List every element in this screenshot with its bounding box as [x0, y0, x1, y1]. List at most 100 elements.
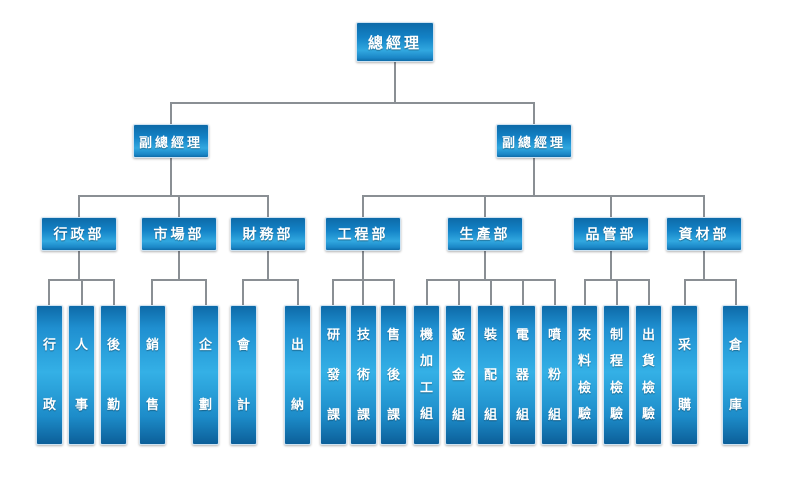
org-node-label: 工程部	[337, 227, 389, 243]
connector-c-qc-down	[610, 251, 612, 279]
connector-c-market-a	[151, 279, 153, 306]
org-node-u-hr[interactable]: 人事	[68, 305, 95, 445]
connector-c-gm-drop	[394, 62, 396, 104]
org-node-u-incoming-qc[interactable]: 來料檢驗	[571, 305, 598, 445]
connector-c-prod-e	[554, 279, 556, 306]
connector-c-qc-b	[616, 279, 618, 306]
org-node-u-machining[interactable]: 機加工組	[413, 305, 440, 445]
connector-c-prod-down	[484, 251, 486, 279]
connector-c-d-admin-up	[78, 195, 80, 217]
org-node-char: 後	[386, 367, 400, 383]
connector-c-fin-down	[267, 251, 269, 279]
connector-c-dgm-left-up	[170, 102, 172, 124]
org-node-char: 發	[326, 367, 340, 383]
connector-c-prod-b	[458, 279, 460, 306]
connector-c-prod-d	[522, 279, 524, 306]
org-node-char: 金	[451, 367, 465, 383]
org-node-char: 配	[483, 367, 497, 383]
org-node-dept-production[interactable]: 生產部	[447, 217, 523, 251]
org-node-u-tech[interactable]: 技術課	[350, 305, 377, 445]
org-node-dept-finance[interactable]: 財務部	[230, 217, 306, 251]
connector-c-qc-c	[648, 279, 650, 306]
org-node-dept-materials[interactable]: 資材部	[666, 217, 742, 251]
org-node-char: 檢	[609, 380, 623, 396]
org-node-char: 組	[451, 407, 465, 423]
connector-c-mat-b	[735, 279, 737, 306]
org-node-label: 品管部	[585, 227, 637, 243]
org-node-char: 裝	[483, 327, 497, 343]
org-node-char: 組	[419, 407, 433, 423]
org-node-char: 計	[236, 397, 250, 413]
org-node-char: 驗	[609, 407, 623, 423]
org-node-char: 行	[42, 337, 56, 353]
org-node-u-assembly[interactable]: 裝配組	[477, 305, 504, 445]
org-node-label: 副總經理	[501, 135, 566, 151]
org-node-char: 噴	[547, 327, 561, 343]
org-node-u-logistics[interactable]: 後勤	[100, 305, 127, 445]
org-node-char: 庫	[728, 397, 742, 413]
org-node-char: 倉	[728, 337, 742, 353]
org-node-dept-admin[interactable]: 行政部	[41, 217, 117, 251]
connector-c-dept-bus-right	[362, 195, 703, 197]
connector-c-d-eng-up	[362, 195, 364, 217]
connector-c-deputy-bus	[170, 102, 534, 104]
connector-c-d-market-up	[178, 195, 180, 217]
org-node-char: 驗	[577, 407, 591, 423]
org-node-u-planning[interactable]: 企劃	[192, 305, 219, 445]
org-node-label: 市場部	[153, 227, 205, 243]
org-node-char: 企	[198, 337, 212, 353]
org-node-dept-engineering[interactable]: 工程部	[325, 217, 401, 251]
org-node-u-electrical[interactable]: 電器組	[509, 305, 536, 445]
org-node-label: 總經理	[367, 33, 422, 52]
connector-c-eng-down	[362, 251, 364, 279]
org-node-gm[interactable]: 總經理	[356, 22, 434, 62]
org-node-dept-quality[interactable]: 品管部	[573, 217, 649, 251]
connector-c-admin-a	[48, 279, 50, 306]
org-node-u-purchasing[interactable]: 采購	[671, 305, 698, 445]
connector-c-fin-a	[242, 279, 244, 306]
org-node-char: 料	[577, 354, 591, 370]
org-node-dgm-right[interactable]: 副總經理	[496, 124, 572, 158]
org-node-u-inprocess-qc[interactable]: 制程檢驗	[603, 305, 630, 445]
org-node-u-powdercoat[interactable]: 噴粉組	[541, 305, 568, 445]
connector-c-mat-a	[684, 279, 686, 306]
connector-c-dgm-right-down	[533, 158, 535, 195]
org-node-char: 人	[74, 337, 88, 353]
org-node-u-cashier[interactable]: 出納	[284, 305, 311, 445]
org-node-char: 機	[419, 327, 433, 343]
org-node-char: 程	[609, 354, 623, 370]
connector-c-d-prod-up	[484, 195, 486, 217]
org-node-u-sales[interactable]: 銷售	[139, 305, 166, 445]
org-node-char: 工	[419, 380, 433, 396]
org-node-label: 財務部	[242, 227, 294, 243]
org-node-char: 課	[386, 407, 400, 423]
org-node-char: 購	[677, 397, 691, 413]
org-node-u-accounting[interactable]: 會計	[230, 305, 257, 445]
connector-c-fin-b	[297, 279, 299, 306]
connector-c-d-mat-up	[703, 195, 705, 217]
org-node-char: 售	[386, 327, 400, 343]
org-node-dgm-left[interactable]: 副總經理	[133, 124, 209, 158]
connector-c-eng-b	[362, 279, 364, 306]
org-node-u-admin-affairs[interactable]: 行政	[36, 305, 63, 445]
org-node-label: 生產部	[459, 227, 511, 243]
org-node-char: 課	[356, 407, 370, 423]
org-node-u-sheetmetal[interactable]: 鈑金組	[445, 305, 472, 445]
connector-c-market-bus	[151, 279, 205, 281]
org-node-char: 組	[515, 407, 529, 423]
org-node-u-outgoing-qc[interactable]: 出貨檢驗	[635, 305, 662, 445]
org-node-char: 檢	[641, 380, 655, 396]
org-node-u-aftersales[interactable]: 售後課	[380, 305, 407, 445]
org-node-dept-market[interactable]: 市場部	[141, 217, 217, 251]
org-node-char: 售	[145, 397, 159, 413]
org-node-char: 勤	[106, 397, 120, 413]
org-node-char: 出	[641, 327, 655, 343]
org-node-u-warehouse[interactable]: 倉庫	[722, 305, 749, 445]
connector-c-dgm-right-up	[533, 102, 535, 124]
org-node-char: 納	[290, 397, 304, 413]
org-node-char: 出	[290, 337, 304, 353]
org-node-char: 鈑	[451, 327, 465, 343]
org-node-char: 劃	[198, 397, 212, 413]
org-node-u-rd[interactable]: 研發課	[320, 305, 347, 445]
org-node-char: 術	[356, 367, 370, 383]
